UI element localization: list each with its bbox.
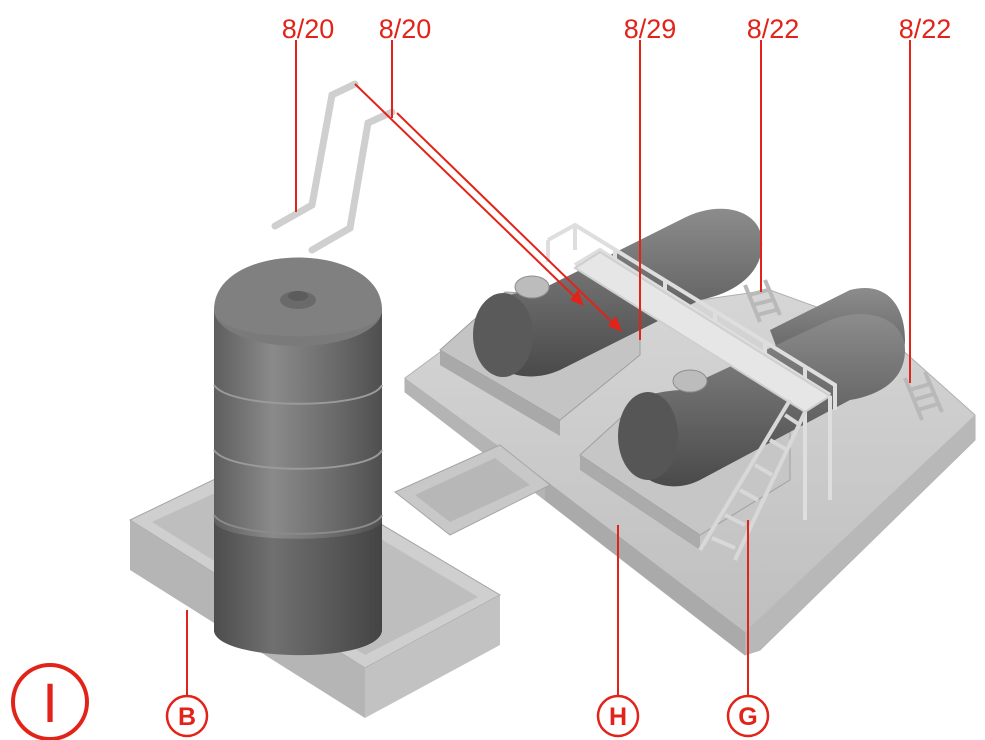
label-walkway: 8/29 <box>624 14 677 44</box>
label-pipe-right: 8/20 <box>379 14 432 44</box>
callout-letter-g: G <box>738 703 757 731</box>
arrow-heads <box>570 290 622 332</box>
callout-letter-h: H <box>609 703 627 731</box>
vertical-storage-tank <box>213 257 383 656</box>
ladder-rear <box>743 279 782 323</box>
label-ladder-rear: 8/22 <box>747 14 800 44</box>
step-marker-numeral: I <box>42 671 58 734</box>
front-horizontal-tank <box>618 314 905 487</box>
pipe-pieces <box>271 80 396 254</box>
step-marker: I <box>11 663 89 740</box>
staircase <box>698 398 807 561</box>
callout-stairs: G <box>726 694 770 738</box>
label-pipe-left: 8/20 <box>282 14 335 44</box>
callout-tank-base: B <box>165 694 209 738</box>
callout-platform-base: H <box>596 694 640 738</box>
ladder-right <box>903 371 944 421</box>
callout-letter-b: B <box>178 703 196 731</box>
leader-lines <box>186 40 911 700</box>
label-ladder-right: 8/22 <box>899 14 952 44</box>
connecting-duct <box>394 444 551 536</box>
catwalk <box>546 222 837 520</box>
